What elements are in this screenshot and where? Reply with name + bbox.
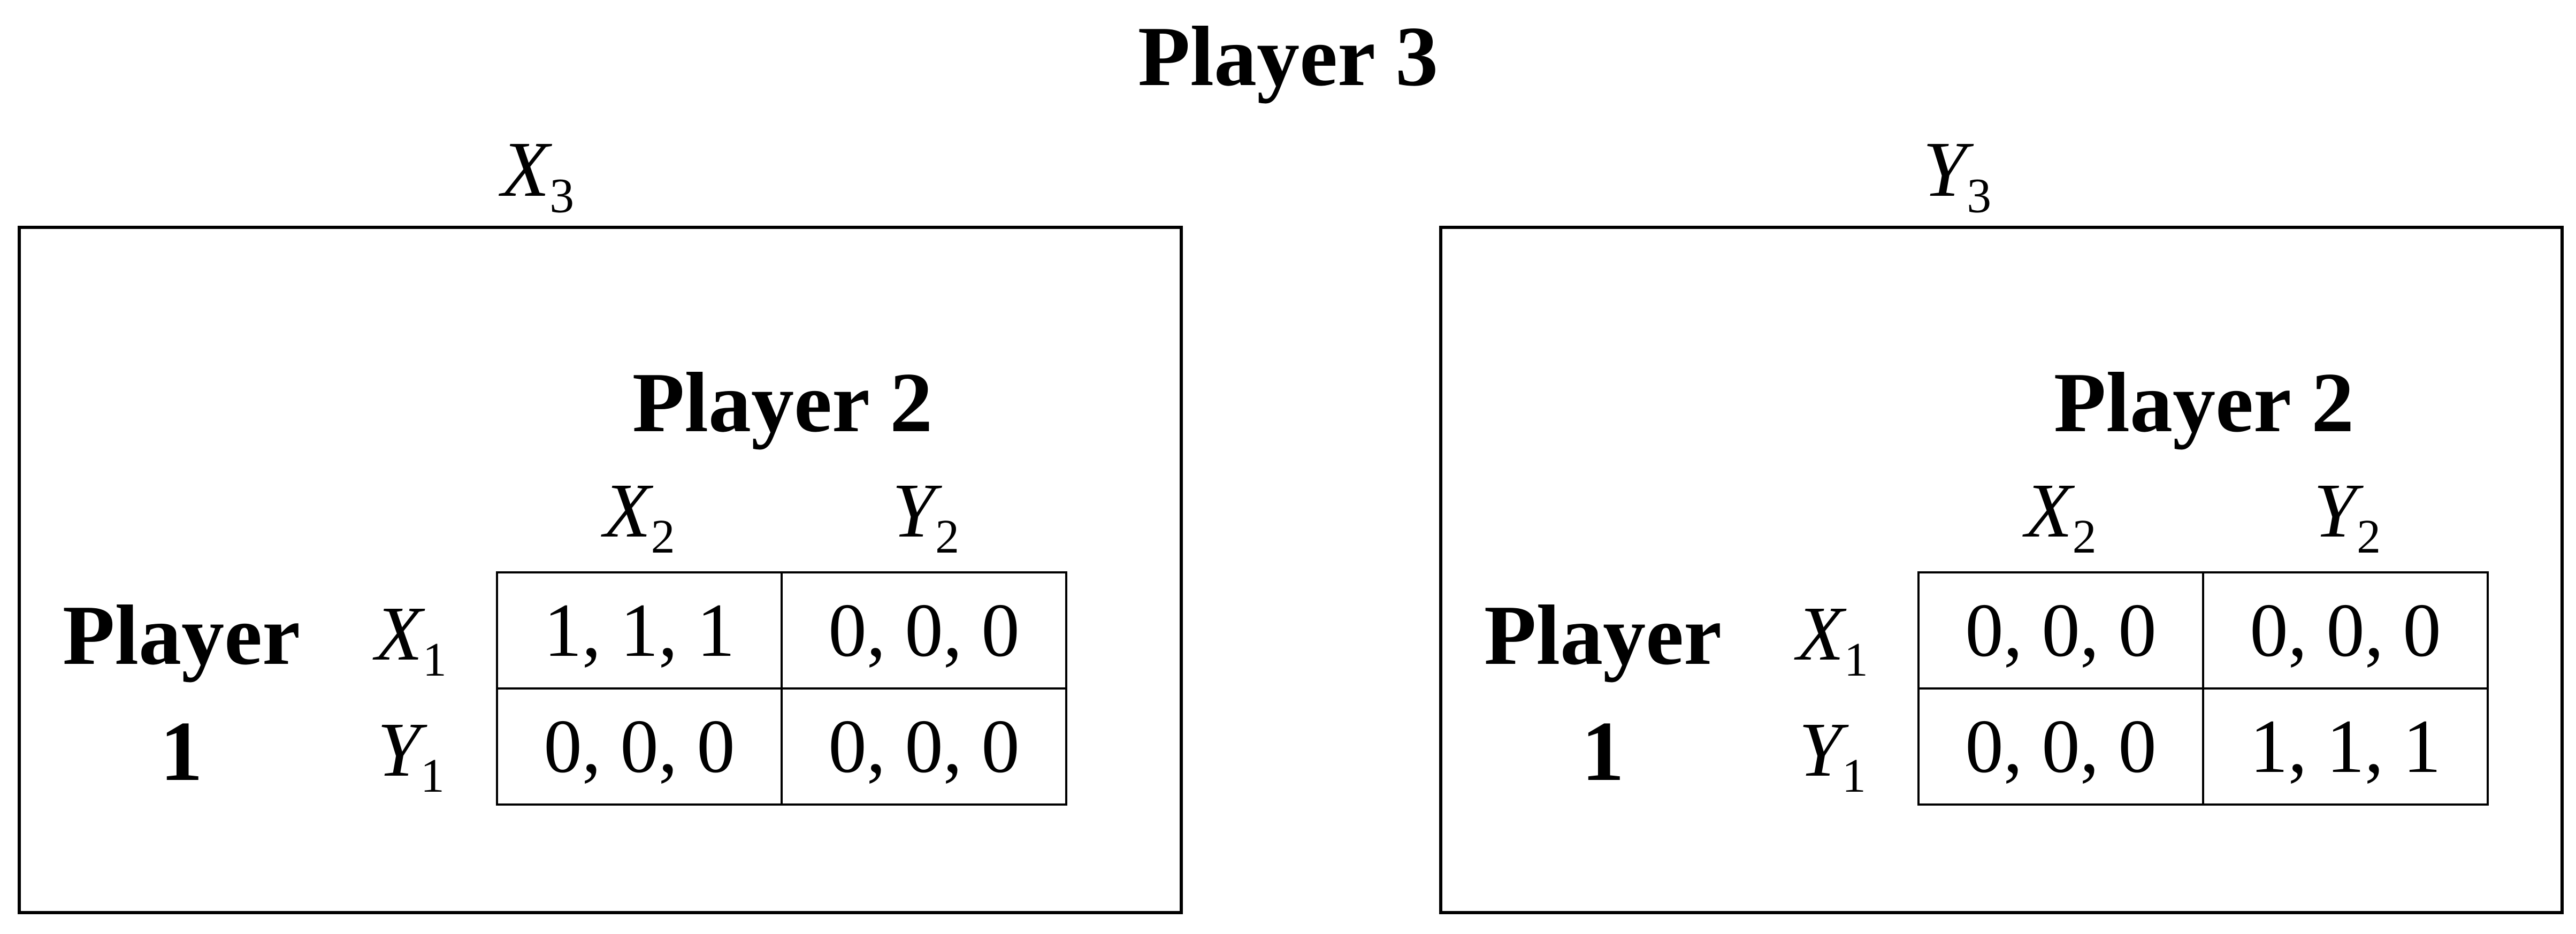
row-player-label-line2: 1 — [1581, 703, 1624, 799]
column-strategy-x2-base: X — [603, 468, 651, 554]
panel-box-x3: Player 2 X2 Y2 Player 1 X1 Y1 1, 1, 1 0,… — [18, 226, 1183, 914]
panel-box-y3: Player 2 X2 Y2 Player 1 X1 Y1 0, 0, 0 0,… — [1439, 226, 2564, 914]
row-strategy-x1-subscript: 1 — [1844, 633, 1868, 686]
row-strategy-y1-base: Y — [1799, 707, 1842, 793]
column-strategy-x2: X2 — [496, 472, 783, 561]
column-strategy-y2: Y2 — [2204, 472, 2491, 561]
column-player-header: Player 2 — [632, 355, 933, 450]
payoff-cell-x1-y2: 0, 0, 0 — [781, 571, 1067, 690]
payoff-cell-y1-x2: 0, 0, 0 — [1917, 687, 2204, 806]
payoff-cell-y1-x2: 0, 0, 0 — [496, 687, 783, 806]
figure-title: Player 3 — [1137, 9, 1439, 104]
panel-label-x3-subscript: 3 — [549, 168, 575, 223]
payoff-row: 0, 0, 0 0, 0, 0 — [1917, 571, 2489, 690]
payoff-matrix-x3: 1, 1, 1 0, 0, 0 0, 0, 0 0, 0, 0 — [496, 571, 1067, 806]
panel-label-y3-base: Y — [1922, 126, 1967, 213]
column-strategy-y2: Y2 — [783, 472, 1069, 561]
payoff-row: 0, 0, 0 1, 1, 1 — [1917, 687, 2489, 806]
row-strategy-y1-base: Y — [377, 707, 421, 793]
column-strategy-y2-subscript: 2 — [935, 510, 960, 563]
column-strategy-labels: X2 Y2 — [1917, 472, 2491, 561]
row-strategy-x1: X1 — [331, 595, 491, 684]
payoff-cell-x1-y2: 0, 0, 0 — [2202, 571, 2489, 690]
column-strategy-labels: X2 Y2 — [496, 472, 1069, 561]
column-strategy-y2-base: Y — [892, 468, 936, 554]
panel-label-x3-base: X — [501, 126, 550, 213]
column-strategy-x2-base: X — [2024, 468, 2073, 554]
panel-label-x3: X3 — [377, 130, 698, 220]
row-strategy-x1-subscript: 1 — [422, 633, 447, 686]
payoff-cell-x1-x2: 1, 1, 1 — [496, 571, 783, 690]
row-strategy-x1-base: X — [375, 591, 423, 677]
column-strategy-y2-base: Y — [2313, 468, 2357, 554]
row-player-label-line1: Player — [1484, 587, 1722, 683]
row-strategy-x1: X1 — [1752, 595, 1913, 684]
payoff-cell-y1-y2: 0, 0, 0 — [781, 687, 1067, 806]
column-strategy-x2-subscript: 2 — [651, 510, 675, 563]
column-strategy-y2-subscript: 2 — [2357, 510, 2381, 563]
panel-label-y3: Y3 — [1797, 130, 2118, 220]
payoff-row: 0, 0, 0 0, 0, 0 — [496, 687, 1067, 806]
payoff-matrix-y3: 0, 0, 0 0, 0, 0 0, 0, 0 1, 1, 1 — [1917, 571, 2489, 806]
row-strategy-x1-base: X — [1797, 591, 1844, 677]
payoff-cell-y1-y2: 1, 1, 1 — [2202, 687, 2489, 806]
column-strategy-x2: X2 — [1917, 472, 2204, 561]
payoff-row: 1, 1, 1 0, 0, 0 — [496, 571, 1067, 690]
row-player-label-line1: Player — [62, 587, 301, 683]
panel-label-y3-subscript: 3 — [1967, 168, 1992, 223]
payoff-cell-x1-x2: 0, 0, 0 — [1917, 571, 2204, 690]
row-strategy-y1-subscript: 1 — [420, 749, 445, 802]
row-strategy-y1-subscript: 1 — [1841, 749, 1866, 802]
row-strategy-y1: Y1 — [331, 711, 491, 800]
column-player-header: Player 2 — [2053, 355, 2355, 450]
column-strategy-x2-subscript: 2 — [2072, 510, 2097, 563]
row-player-label-line2: 1 — [160, 703, 203, 799]
row-strategy-y1: Y1 — [1752, 711, 1913, 800]
